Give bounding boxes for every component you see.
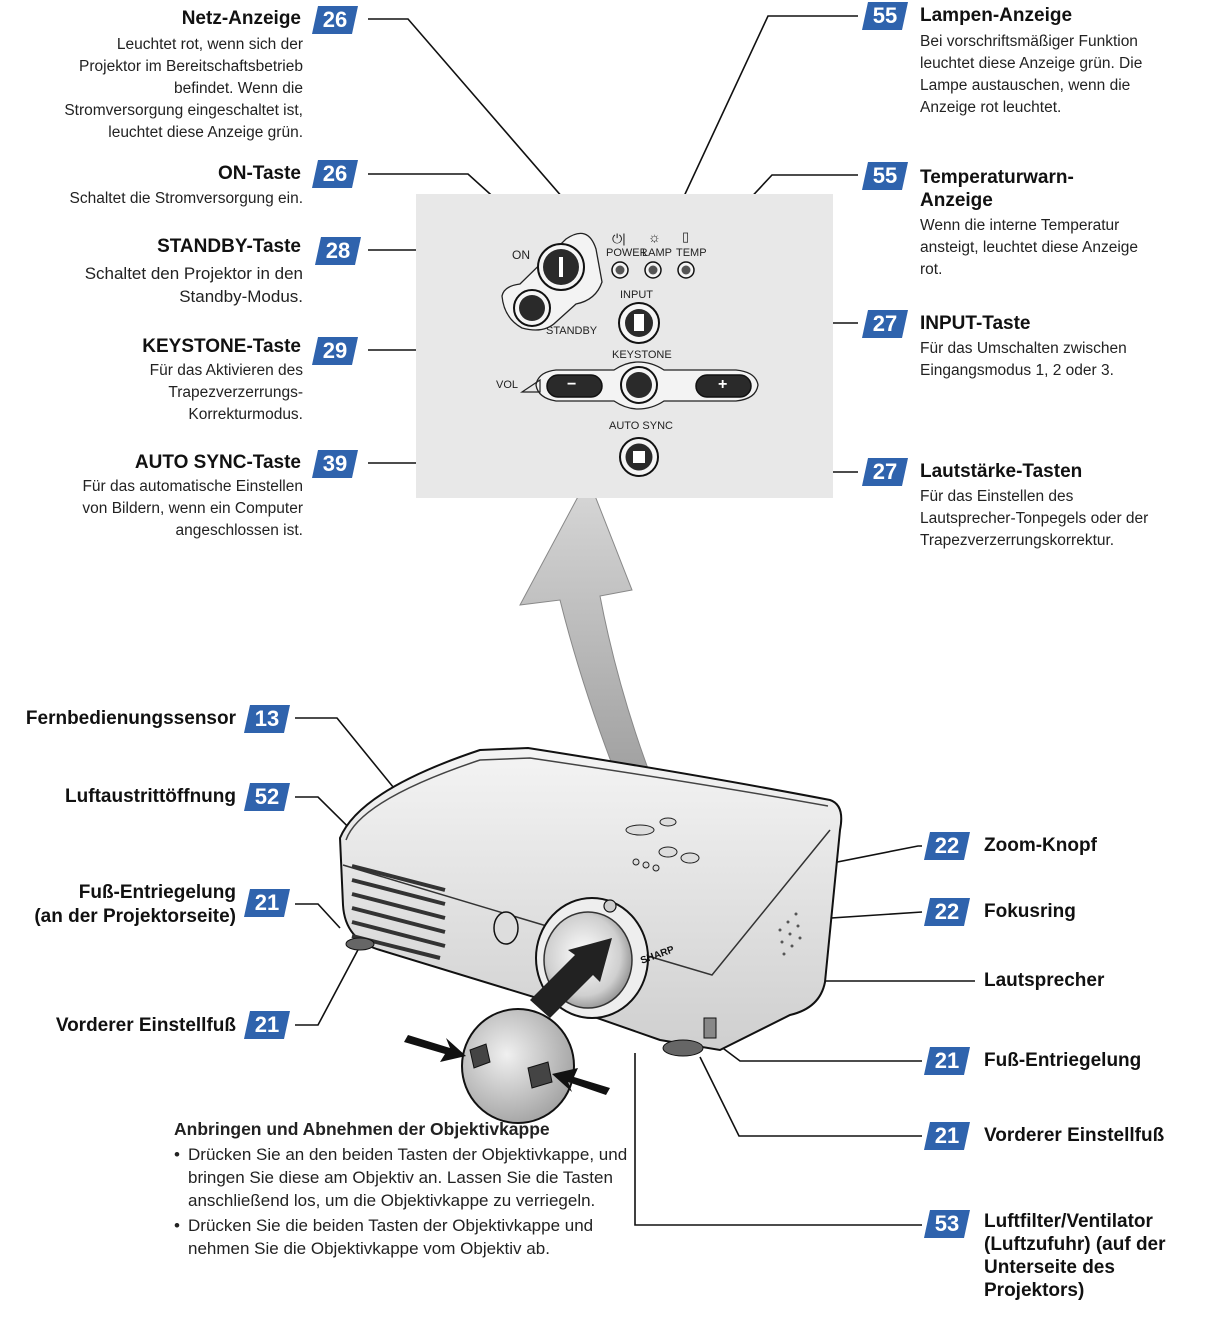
vorderer-einstellfuss-left-label: Vorderer Einstellfuß bbox=[55, 1015, 236, 1036]
lampen-anzeige-label: Lampen-Anzeige bbox=[920, 5, 1073, 26]
temperaturwarn-anzeige-label: Temperaturwarn-Anzeige bbox=[920, 167, 1074, 211]
lautstaerke-tasten-desc: Für das Einstellen des Lautsprecher-Tonp… bbox=[920, 488, 1149, 549]
on-taste-desc: Schaltet die Stromversorgung ein. bbox=[69, 190, 303, 207]
page-badge-auto-sync: 39 bbox=[310, 448, 360, 480]
control-panel-drawing bbox=[501, 232, 759, 477]
lens-cap-note-title: Anbringen und Abnehmen der Objektivkappe bbox=[174, 1119, 550, 1139]
vol-minus-button[interactable]: − bbox=[567, 376, 577, 393]
page-number: 13 bbox=[254, 706, 280, 731]
page-badge-on: 26 bbox=[310, 158, 360, 190]
page-badge-luftaustritt: 52 bbox=[242, 781, 292, 813]
page-number: 21 bbox=[254, 1012, 280, 1037]
page-number: 21 bbox=[254, 890, 280, 915]
lens-cap-note-item: Drücken Sie an den beiden Tasten der Obj… bbox=[174, 1143, 634, 1212]
page-badge-input: 27 bbox=[860, 308, 910, 340]
netz-anzeige-label: Netz-Anzeige bbox=[181, 8, 301, 29]
keystone-taste-desc: Für das Aktivieren des Trapezverzerrungs… bbox=[149, 362, 303, 423]
fuss-entriegelung-seite-label: Fuß-Entriegelung bbox=[78, 882, 236, 903]
page-badge-lautstaerke: 27 bbox=[860, 456, 910, 488]
input-taste-label: INPUT-Taste bbox=[920, 313, 1031, 334]
page-badge-einstellfuss-left: 21 bbox=[242, 1009, 292, 1041]
temp-icon: ▯ bbox=[682, 229, 690, 244]
page-badge-lampen: 55 bbox=[860, 0, 910, 32]
page-badge-fernbedienung: 13 bbox=[242, 703, 292, 735]
luftfilter-ventilator-label: Luftfilter/Ventilator (Luftzufuhr) (auf … bbox=[984, 1211, 1166, 1301]
auto-sync-taste-desc: Für das automatische Einstellen von Bild… bbox=[82, 478, 303, 539]
page-number: 22 bbox=[934, 899, 960, 924]
vol-plus-button[interactable]: + bbox=[718, 376, 728, 393]
page-badge-keystone: 29 bbox=[310, 335, 360, 367]
lamp-icon: ☼ bbox=[648, 229, 661, 245]
panel-vol-label: VOL bbox=[496, 379, 519, 391]
fernbedienungssensor-label: Fernbedienungssensor bbox=[25, 708, 236, 729]
page-number: 26 bbox=[322, 161, 348, 186]
page-badge-einstellfuss-right: 21 bbox=[922, 1120, 972, 1152]
vorderer-einstellfuss-right-label: Vorderer Einstellfuß bbox=[984, 1125, 1165, 1146]
power-icon: ⏻| bbox=[612, 231, 626, 246]
page-number: 26 bbox=[322, 7, 348, 32]
luftaustrittoeffnung-label: Luftaustrittöffnung bbox=[65, 786, 236, 807]
page-number: 21 bbox=[934, 1048, 960, 1073]
lautsprecher-label: Lautsprecher bbox=[984, 970, 1105, 991]
panel-input-label: INPUT bbox=[620, 289, 653, 301]
lautstaerke-tasten-label: Lautstärke-Tasten bbox=[920, 461, 1083, 482]
panel-lamp-label: LAMP bbox=[642, 247, 672, 259]
on-taste-label: ON-Taste bbox=[217, 163, 301, 184]
projector-illustration bbox=[338, 746, 843, 1124]
page-number: 55 bbox=[872, 163, 898, 188]
netz-anzeige-desc: Leuchtet rot, wenn sich der Projektor im… bbox=[64, 36, 303, 141]
lampen-anzeige-desc: Bei vorschriftsmäßiger Funktion leuchtet… bbox=[920, 33, 1143, 116]
lens-cap-note: Anbringen und Abnehmen der Objektivkappe… bbox=[174, 1118, 634, 1262]
page-badge-netz: 26 bbox=[310, 4, 360, 36]
input-taste-desc: Für das Umschalten zwischen Eingangsmodu… bbox=[920, 340, 1127, 379]
panel-on-label: ON bbox=[512, 248, 530, 262]
panel-standby-label: STANDBY bbox=[546, 325, 598, 337]
standby-taste-desc: Schaltet den Projektor in den Standby-Mo… bbox=[84, 264, 303, 306]
fuss-entriegelung-right-label: Fuß-Entriegelung bbox=[984, 1050, 1142, 1071]
zoom-arrow bbox=[519, 476, 661, 811]
panel-keystone-label: KEYSTONE bbox=[612, 349, 672, 361]
page-number: 52 bbox=[254, 784, 280, 809]
page-number: 55 bbox=[872, 3, 898, 28]
page-badge-luftfilter: 53 bbox=[922, 1208, 972, 1240]
page-number: 27 bbox=[872, 459, 898, 484]
page-badge-fokus: 22 bbox=[922, 896, 972, 928]
page-badge-fuss-right: 21 bbox=[922, 1045, 972, 1077]
page-badge-fuss-seite: 21 bbox=[242, 887, 292, 919]
lens-cap-note-item: Drücken Sie die beiden Tasten der Objekt… bbox=[174, 1214, 634, 1260]
page-number: 29 bbox=[322, 338, 348, 363]
fokusring-label: Fokusring bbox=[984, 901, 1076, 922]
panel-power-label: POWER bbox=[606, 247, 648, 259]
panel-temp-label: TEMP bbox=[676, 247, 707, 259]
page-badge-temperatur: 55 bbox=[860, 160, 910, 192]
temperaturwarn-anzeige-desc: Wenn die interne Temperatur ansteigt, le… bbox=[920, 217, 1139, 278]
page-number: 21 bbox=[934, 1123, 960, 1148]
page-badge-zoom: 22 bbox=[922, 830, 972, 862]
fuss-entriegelung-seite-sublabel: (an der Projektorseite) bbox=[34, 906, 236, 927]
page-number: 27 bbox=[872, 311, 898, 336]
page-number: 28 bbox=[325, 238, 351, 263]
page-badge-standby: 28 bbox=[313, 235, 363, 267]
auto-sync-taste-label: AUTO SYNC-Taste bbox=[134, 452, 301, 473]
page-number: 53 bbox=[934, 1211, 960, 1236]
control-panel: ON STANDBY POWER LAMP TEMP ⏻| ☼ ▯ INPUT … bbox=[416, 194, 833, 498]
zoom-knopf-label: Zoom-Knopf bbox=[984, 835, 1097, 856]
standby-taste-label: STANDBY-Taste bbox=[157, 236, 301, 257]
page-number: 22 bbox=[934, 833, 960, 858]
page-number: 39 bbox=[322, 451, 348, 476]
panel-auto-sync-label: AUTO SYNC bbox=[609, 420, 673, 432]
keystone-taste-label: KEYSTONE-Taste bbox=[142, 336, 301, 357]
